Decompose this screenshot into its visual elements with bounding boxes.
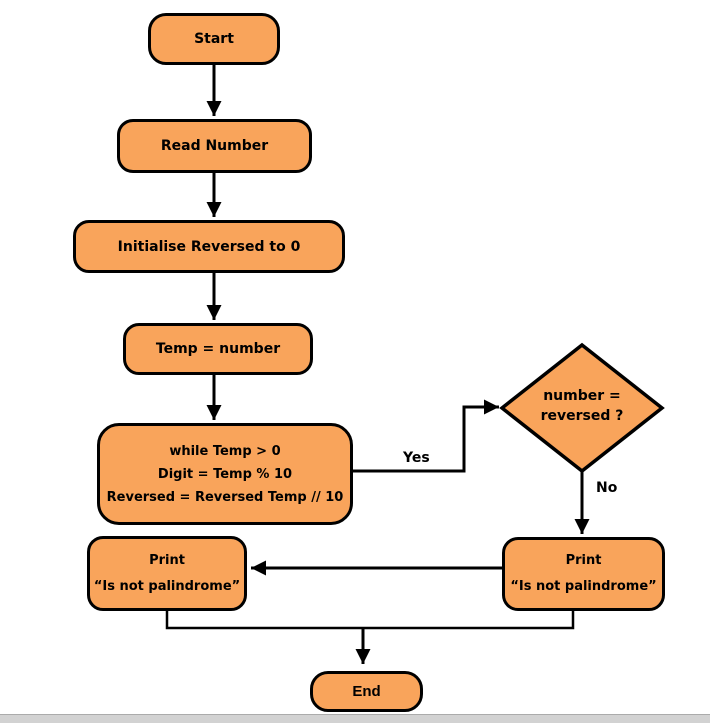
while-loop-line-1: while Temp > 0 [169,443,281,459]
edge-while-to-decision-yes [353,399,499,473]
edge-label-yes: Yes [403,450,430,466]
while-loop-line-3: Reversed = Reversed Temp // 10 [106,489,344,505]
node-end: End [310,671,423,712]
node-temp-assign-label: Temp = number [155,341,281,357]
print-left-line-2: “Is not palindrome” [93,578,241,594]
edge-label-no: No [596,480,618,496]
node-print-right: Print “Is not palindrome” [502,537,665,611]
node-temp-assign: Temp = number [123,323,313,375]
decision-diamond-shape [499,342,665,474]
print-right-line-2: “Is not palindrome” [510,579,657,594]
node-end-label: End [352,683,381,700]
node-read-number: Read Number [117,119,312,173]
decision-diamond-label: number = reversed ? [502,386,662,426]
while-loop-line-2: Digit = Temp % 10 [157,466,293,482]
node-while-loop: while Temp > 0 Digit = Temp % 10 Reverse… [97,423,353,525]
edge-join-bottom [165,611,575,630]
node-start-label: Start [194,31,234,47]
print-left-line-1: Print [149,552,185,568]
node-start: Start [148,13,280,65]
horizontal-scrollbar-track[interactable] [0,714,710,723]
node-print-left: Print “Is not palindrome” [87,536,247,611]
node-initialise-reversed: Initialise Reversed to 0 [73,220,345,273]
decision-line-1: number = [543,388,621,404]
node-read-number-label: Read Number [160,138,269,154]
print-right-line-1: Print [565,553,602,568]
decision-line-2: reversed ? [540,408,624,424]
node-initialise-reversed-label: Initialise Reversed to 0 [117,238,301,255]
